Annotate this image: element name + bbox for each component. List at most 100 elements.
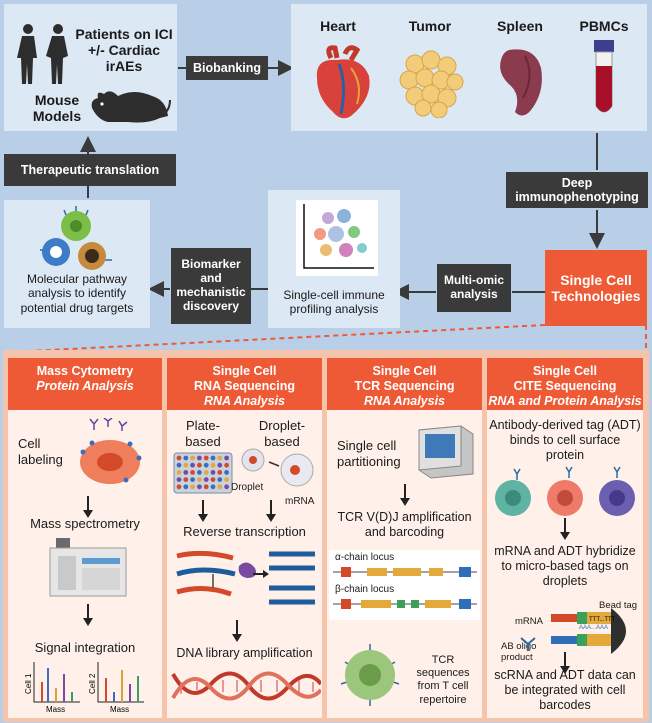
profiling-panel: Single-cell immune profiling analysis: [268, 190, 400, 328]
droplet-tag-label: Droplet: [231, 482, 264, 493]
dna-library-label: DNA library amplification: [176, 646, 313, 660]
mrna-tag-label: mRNA: [285, 496, 315, 507]
patients-label: Patients on ICI +/- Cardiac irAEs: [75, 26, 173, 75]
mass-spec-label: Mass spectrometry: [30, 516, 140, 531]
plate-well: [190, 462, 195, 468]
plate-well: [190, 455, 195, 461]
plate-well: [224, 484, 229, 490]
humans-icon: [17, 24, 68, 84]
plate-well: [197, 484, 202, 490]
arrow-down-5: [232, 620, 242, 642]
pbmc-tube-icon: [594, 40, 614, 113]
biomarker-label: Biomarker and mechanistic discovery: [171, 248, 251, 324]
plate-well: [176, 470, 182, 475]
adt-label: Antibody-derived tag (ADT) binds to cell…: [489, 418, 641, 462]
plate-well: [197, 455, 202, 461]
molecular-label: Molecular pathway analysis to identify p…: [20, 272, 134, 315]
mouse-label: Mouse Models: [32, 92, 82, 125]
mouse-icon: [91, 91, 171, 123]
plate-well: [176, 484, 182, 490]
tumor-icon: [399, 50, 464, 118]
plate-based-label: Plate-based: [185, 418, 221, 449]
partitioning-label: Single cell partitioning: [337, 438, 401, 469]
sequencer-icon: [418, 425, 474, 479]
plate-well: [203, 462, 209, 468]
tissue-spleen-label: Spleen: [497, 18, 543, 34]
arrow-down-4: [266, 500, 276, 522]
plate-well: [197, 477, 202, 482]
heart-icon: [316, 45, 370, 119]
profiling-label: Single-cell immune profiling analysis: [283, 288, 385, 317]
ab-oligo-icon: [520, 637, 536, 650]
plate-well: [183, 484, 189, 490]
deep-immuno-label: Deep immunophenotyping: [506, 172, 648, 208]
tissues-panel: Heart Tumor Spleen PBMCs: [291, 4, 647, 131]
plate-well: [217, 470, 223, 475]
col2-header: Single Cell RNA Sequencing RNA Analysis: [167, 358, 322, 410]
labeled-cell-icon: [80, 418, 142, 484]
single-cell-tech-box: Single Cell Technologies: [545, 250, 647, 326]
plate-well: [210, 455, 216, 461]
cell1-axis-label: Cell 1: [24, 673, 33, 694]
mass-spectrometer-icon: [49, 538, 127, 597]
arrow-down-6: [400, 484, 410, 506]
dashed-callout: [9, 324, 647, 353]
bead-tag-icon: TTT...TTT AAA...AAA: [551, 608, 626, 654]
mass-axis-label-2: Mass: [110, 705, 129, 714]
plate-well: [190, 470, 195, 475]
col-rna-seq: Single Cell RNA Sequencing RNA Analysis …: [167, 358, 322, 718]
plate-well: [203, 455, 209, 461]
plate-well: [190, 477, 195, 482]
col-mass-cytometry: Mass Cytometry Protein Analysis Cell lab…: [8, 358, 162, 718]
multiomic-label: Multi-omic analysis: [437, 264, 511, 312]
molecular-panel: Molecular pathway analysis to identify p…: [4, 200, 150, 328]
dna-helix-icon: [171, 671, 321, 701]
plate-well: [197, 462, 202, 468]
beta-locus-label: β-chain locus: [335, 584, 395, 595]
plate-well: [203, 477, 209, 482]
plate-well: [217, 462, 223, 468]
reverse-transcription-label: Reverse transcription: [183, 524, 306, 539]
tcr-sequences-label: TCR sequences from T cell repertoire: [416, 654, 470, 706]
plate-well: [197, 470, 202, 475]
tsne-plot-icon: [296, 200, 378, 276]
plate-well: [224, 477, 229, 482]
patients-panel: Patients on ICI +/- Cardiac irAEs Mouse …: [4, 4, 177, 131]
signal-integration-label: Signal integration: [34, 640, 136, 655]
tcell-icon: [340, 644, 400, 706]
plate-well: [210, 477, 216, 482]
plate-well: [217, 455, 223, 461]
locus-panel: α-chain locus β-chain locus: [329, 550, 480, 620]
ab-oligo-label: AB oligo product: [501, 641, 537, 663]
tissue-tumor-label: Tumor: [408, 18, 452, 34]
plate-well: [190, 484, 195, 490]
plate-well: [224, 470, 229, 475]
plate-well: [183, 462, 189, 468]
therapeutic-label: Therapeutic translation: [4, 154, 176, 186]
adt-cells-icon: [495, 466, 635, 516]
tissue-heart-label: Heart: [320, 18, 356, 34]
plate-well: [203, 484, 209, 490]
plate-well: [203, 470, 209, 475]
integrated-label: scRNA and ADT data can be integrated wit…: [494, 668, 636, 712]
col4-header: Single Cell CITE Sequencing RNA and Prot…: [487, 358, 643, 410]
cells-cluster-icon: [40, 206, 112, 270]
droplet-based-label: Droplet-based: [258, 418, 306, 449]
plate-well: [217, 477, 223, 482]
mass-signal-plots: Cell 1 Cell 2 Mass Mass: [24, 662, 144, 714]
cite-mrna-label: mRNA: [515, 616, 543, 627]
arrow-down-2: [83, 604, 93, 626]
cell2-axis-label: Cell 2: [88, 673, 97, 694]
hybridize-label: mRNA and ADT hybridize to micro-based ta…: [494, 544, 636, 588]
plate-well: [210, 470, 216, 475]
plate-well: [183, 477, 189, 482]
plate-well: [217, 484, 223, 490]
alpha-locus-label: α-chain locus: [335, 552, 395, 563]
mass-axis-label-1: Mass: [46, 705, 65, 714]
aaa-label: AAA...AAA: [579, 625, 608, 631]
plate-well: [183, 455, 189, 461]
col-cite-seq: Single Cell CITE Sequencing RNA and Prot…: [487, 358, 643, 718]
arrow-down-7: [560, 518, 570, 540]
plate-well: [176, 477, 182, 482]
